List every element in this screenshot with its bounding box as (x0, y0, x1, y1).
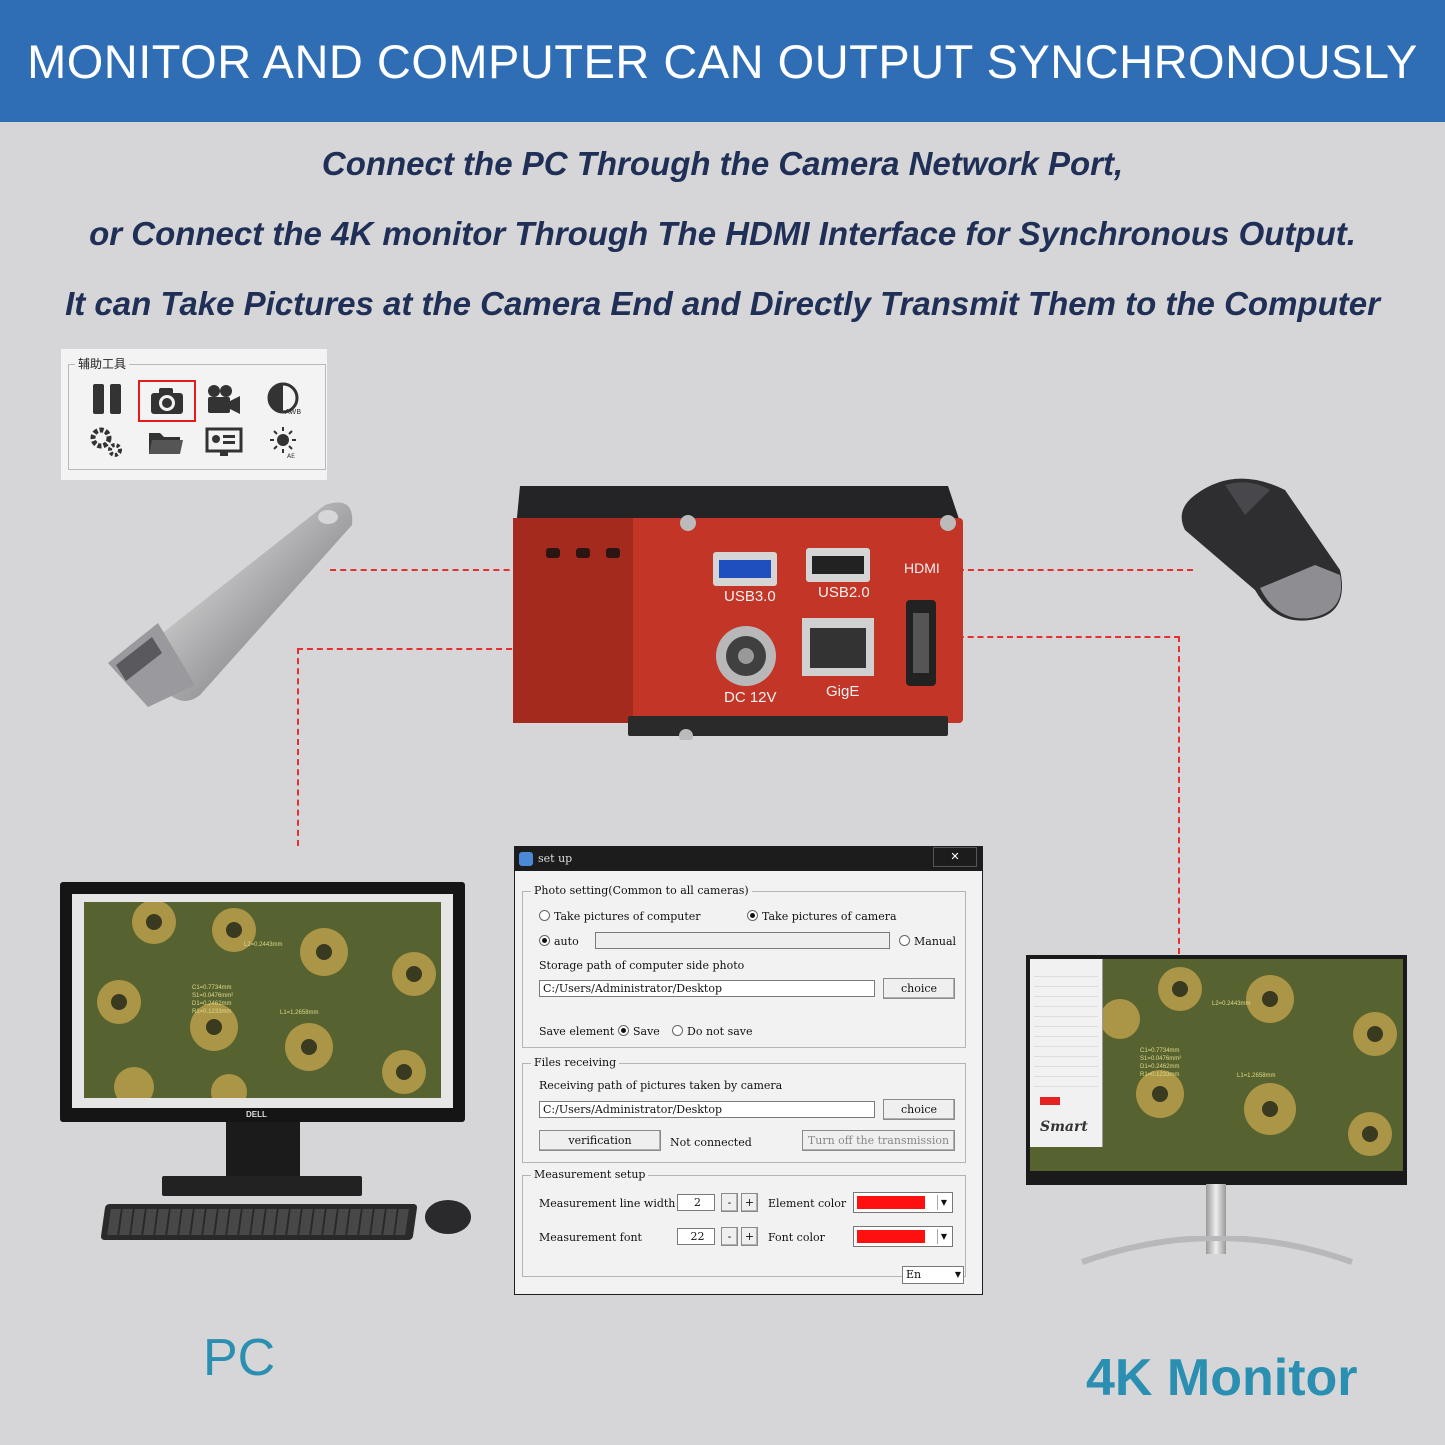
chevron-down-icon: ▼ (937, 1195, 950, 1210)
photo-setting-group: Photo setting(Common to all cameras) (522, 884, 966, 1048)
storage-choice-button[interactable]: choice (883, 978, 955, 999)
element-color-label: Element color (768, 1197, 847, 1210)
font-size-input[interactable]: 22 (677, 1228, 715, 1245)
tagline-1: Connect the PC Through the Camera Networ… (321, 145, 1124, 182)
font-size-plus-button[interactable]: + (741, 1227, 758, 1246)
ae-icon[interactable]: AE (265, 425, 303, 459)
turn-off-transmission-button[interactable]: Turn off the transmission (802, 1130, 955, 1151)
verification-button[interactable]: verification (539, 1130, 661, 1151)
banner-title: MONITOR AND COMPUTER CAN OUTPUT SYNCHRON… (27, 34, 1418, 88)
keyboard-image (100, 1204, 418, 1240)
tagline-3: It can Take Pictures at the Camera End a… (65, 285, 1380, 322)
font-color-label: Font color (768, 1231, 825, 1244)
receiving-choice-button[interactable]: choice (883, 1099, 955, 1120)
pc-brand-logo: DELL (246, 1110, 267, 1119)
connection-line (297, 648, 522, 650)
pause-icon[interactable] (88, 382, 126, 416)
l2-readout: L2=0.2443mm (1212, 1001, 1251, 1007)
measurement-setup-group: Measurement setup (522, 1168, 966, 1277)
dialog-titlebar: set up ✕ (515, 847, 982, 871)
connection-line (297, 648, 299, 846)
tool-panel: 辅助工具 AWB AE (61, 349, 327, 480)
line-width-minus-button[interactable]: - (721, 1193, 738, 1212)
line-width-label: Measurement line width (539, 1197, 676, 1210)
awb-badge: AWB (285, 408, 301, 416)
port-label-usb2: USB2.0 (818, 584, 870, 601)
chevron-down-icon: ▼ (937, 1229, 950, 1244)
video-camera-icon[interactable] (204, 382, 242, 416)
receiving-path-label: Receiving path of pictures taken by came… (539, 1079, 783, 1092)
radio-take-computer[interactable]: Take pictures of computer (539, 910, 701, 923)
measurement-setup-legend: Measurement setup (531, 1168, 649, 1181)
receiving-path-input[interactable]: C:/Users/Administrator/Desktop (539, 1101, 875, 1118)
chevron-down-icon: ▼ (954, 1270, 961, 1279)
connection-line (1178, 636, 1180, 954)
files-receiving-legend: Files receiving (531, 1056, 620, 1069)
tagline-2: or Connect the 4K monitor Through The HD… (89, 215, 1356, 252)
folder-icon[interactable] (146, 425, 184, 459)
mouse-image (1175, 470, 1355, 630)
font-size-minus-button[interactable]: - (721, 1227, 738, 1246)
radio-auto[interactable]: auto (539, 935, 579, 948)
connection-status: Not connected (670, 1136, 752, 1149)
language-select[interactable]: En▼ (902, 1266, 964, 1284)
l1-readout: L1=1.2658mm (280, 1010, 319, 1016)
element-color-swatch (857, 1196, 925, 1209)
connection-line (948, 569, 1193, 571)
port-label-gige: GigE (826, 683, 860, 700)
storage-path-label: Storage path of computer side photo (539, 959, 745, 972)
camera-icon[interactable] (138, 380, 196, 422)
element-color-select[interactable]: ▼ (853, 1192, 953, 1213)
files-receiving-group: Files receiving (522, 1056, 966, 1163)
usb-flash-drive-image (100, 495, 360, 710)
radio-take-camera[interactable]: Take pictures of camera (747, 910, 897, 923)
camera-body: USB3.0 USB2.0 HDMI DC 12V GigE (508, 478, 966, 743)
settings-icon[interactable] (88, 425, 126, 459)
tool-panel-title: 辅助工具 (75, 355, 130, 372)
port-label-hdmi: HDMI (904, 560, 940, 576)
pc-label: PC (203, 1329, 276, 1387)
font-color-select[interactable]: ▼ (853, 1226, 953, 1247)
font-size-label: Measurement font (539, 1231, 642, 1244)
port-label-usb3: USB3.0 (724, 588, 776, 605)
radio-save[interactable]: Save (618, 1025, 660, 1038)
storage-path-input[interactable]: C:/Users/Administrator/Desktop (539, 980, 875, 997)
pc-monitor-stand (226, 1122, 300, 1180)
dialog-title: set up (538, 852, 573, 865)
pc-mouse-image (425, 1200, 471, 1234)
photo-setting-legend: Photo setting(Common to all cameras) (531, 884, 752, 897)
font-color-swatch (857, 1230, 925, 1243)
pc-monitor-base (162, 1176, 362, 1196)
smart-logo: Smart (1040, 1119, 1088, 1135)
awb-icon[interactable]: AWB (265, 382, 303, 416)
ae-badge: AE (287, 453, 295, 459)
close-button[interactable]: ✕ (933, 847, 977, 867)
4k-monitor-base (1080, 1234, 1355, 1266)
connection-line (948, 636, 1180, 638)
app-icon (519, 852, 533, 866)
line-width-input[interactable]: 2 (677, 1194, 715, 1211)
port-label-dc: DC 12V (724, 689, 777, 706)
save-element-label: Save element (539, 1025, 615, 1038)
page-banner: MONITOR AND COMPUTER CAN OUTPUT SYNCHRON… (0, 0, 1445, 122)
connection-line (330, 569, 530, 571)
toolbar-sidebar: Smart (1030, 959, 1103, 1147)
radio-do-not-save[interactable]: Do not save (672, 1025, 753, 1038)
radio-manual[interactable]: Manual (899, 935, 956, 948)
display-settings-icon[interactable] (205, 425, 243, 459)
l2-readout: L2=0.2443mm (244, 942, 283, 948)
setup-dialog: set up ✕ Photo setting(Common to all cam… (514, 846, 983, 1295)
l1-readout: L1=1.2658mm (1237, 1073, 1276, 1079)
4k-monitor-label: 4K Monitor (1086, 1349, 1358, 1407)
line-width-plus-button[interactable]: + (741, 1193, 758, 1212)
color-swatch (1040, 1097, 1060, 1105)
auto-field[interactable] (595, 932, 890, 949)
